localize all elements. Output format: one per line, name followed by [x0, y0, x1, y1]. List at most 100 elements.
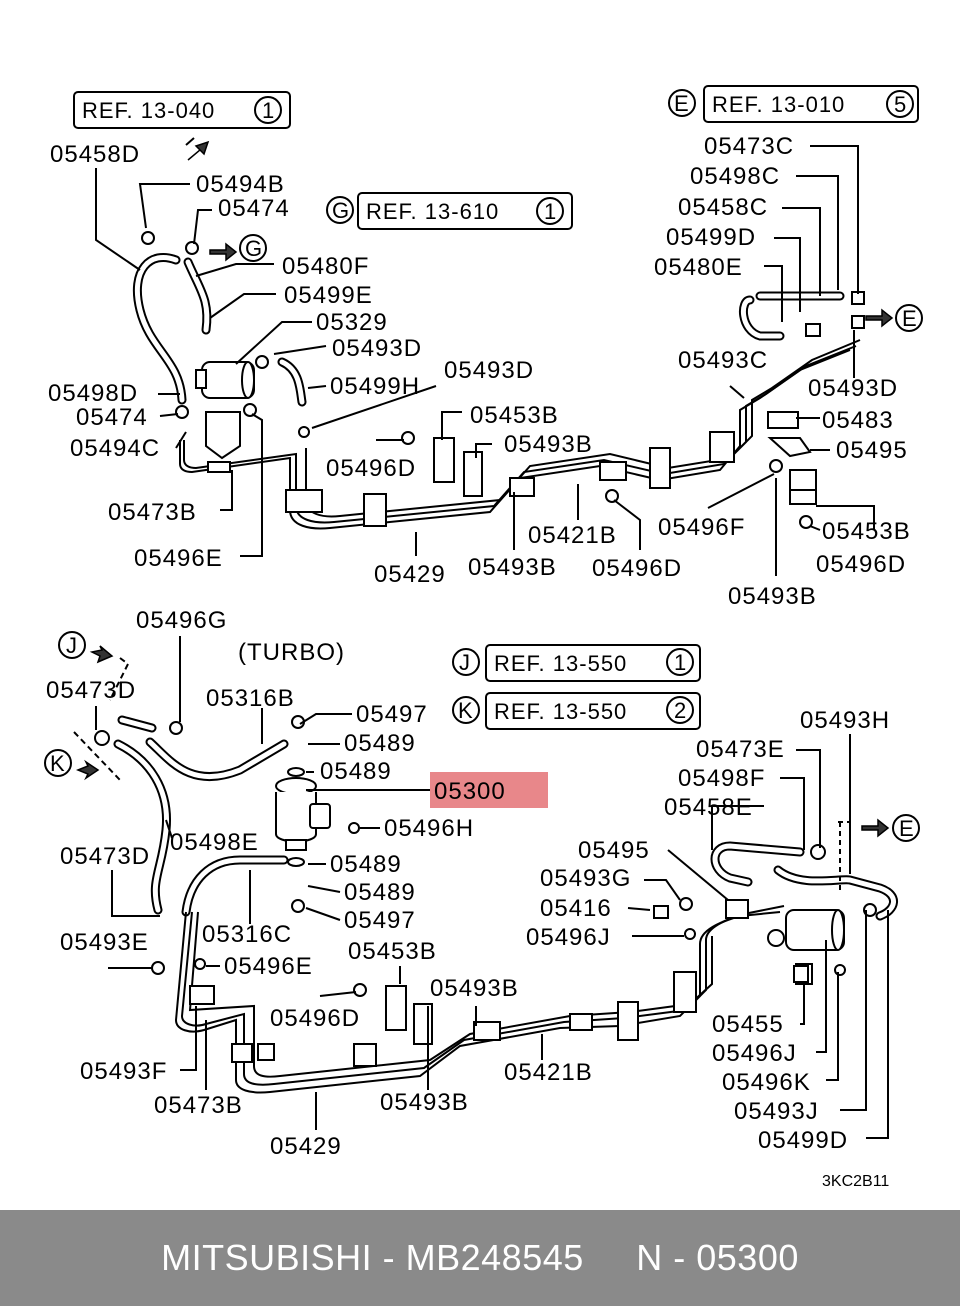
label-05473C: 05473C	[704, 133, 794, 160]
label-05493G: 05493G	[540, 865, 631, 892]
label-05474: 05474	[218, 195, 290, 222]
svg-text:REF. 13-550: REF. 13-550	[494, 651, 627, 676]
bottom-hoses	[113, 715, 898, 921]
label-05458C: 05458C	[678, 194, 768, 221]
label-05493F: 05493F	[80, 1058, 167, 1085]
svg-text:J: J	[459, 650, 471, 675]
label-05493D-b: 05493D	[444, 357, 534, 384]
label-05493H: 05493H	[800, 707, 890, 734]
label-05493E: 05493E	[60, 929, 149, 956]
bottom-part-labels: (TURBO) 05496G 05473D 05316B 05497 05489…	[46, 607, 890, 1190]
label-05480F: 05480F	[282, 253, 369, 280]
svg-text:E: E	[899, 816, 915, 841]
label-05421B: 05421B	[528, 522, 617, 549]
marker-e-top: E	[865, 304, 923, 332]
ref-box-13-610[interactable]: G REF. 13-610 1	[326, 192, 573, 230]
label-05493B-b: 05493B	[468, 554, 557, 581]
ref-box-13-010[interactable]: E REF. 13-010 5	[668, 85, 919, 123]
ref-box-13-040[interactable]: REF. 13-040 1	[73, 91, 291, 129]
label-05496D-d: 05496D	[270, 1005, 360, 1032]
svg-text:G: G	[245, 236, 263, 261]
label-05473D-b: 05473D	[60, 843, 150, 870]
label-05494C: 05494C	[70, 435, 160, 462]
label-05496G: 05496G	[136, 607, 227, 634]
fuel-filter-top	[195, 361, 255, 460]
top-clips	[141, 231, 865, 529]
label-05493B-c: 05493B	[728, 583, 817, 610]
label-05494B: 05494B	[196, 171, 285, 198]
svg-text:1: 1	[674, 650, 687, 675]
svg-text:REF. 13-040: REF. 13-040	[82, 98, 215, 123]
label-05474-b: 05474	[76, 404, 148, 431]
label-05496D-c: 05496D	[816, 551, 906, 578]
top-leaders	[95, 145, 875, 576]
label-05421B-b: 05421B	[504, 1059, 593, 1086]
bottom-pipes	[174, 905, 785, 1094]
label-05496D-b: 05496D	[592, 555, 682, 582]
footer-part-number: MITSUBISHI - MB248545 N - 05300	[161, 1237, 799, 1278]
bottom-clips	[94, 715, 877, 1067]
label-05499D-b: 05499D	[758, 1127, 848, 1154]
label-05489-b: 05489	[320, 758, 392, 785]
label-05499D: 05499D	[666, 224, 756, 251]
label-05300-highlighted: 05300	[434, 778, 506, 805]
label-05493J: 05493J	[734, 1098, 819, 1125]
arrow-up-icon	[185, 137, 210, 161]
marker-e-bottom: E	[861, 814, 920, 842]
svg-text:REF. 13-550: REF. 13-550	[494, 699, 627, 724]
label-05495: 05495	[836, 437, 908, 464]
label-05483: 05483	[822, 407, 894, 434]
label-05498E: 05498E	[170, 829, 259, 856]
label-05496J-a: 05496J	[526, 924, 611, 951]
label-05495-b: 05495	[578, 837, 650, 864]
svg-text:REF. 13-610: REF. 13-610	[366, 199, 499, 224]
svg-text:G: G	[332, 198, 350, 223]
footer-bar: MITSUBISHI - MB248545 N - 05300	[0, 1210, 960, 1306]
top-part-labels: 05458D 05494B 05474 05480F 05499E 05329 …	[48, 133, 911, 610]
label-05473B-b: 05473B	[154, 1092, 243, 1119]
svg-text:K: K	[50, 751, 66, 776]
label-05493C: 05493C	[678, 347, 768, 374]
label-05496K: 05496K	[722, 1069, 811, 1096]
label-05416: 05416	[540, 895, 612, 922]
label-05473D-a: 05473D	[46, 677, 136, 704]
label-05453B-b: 05453B	[822, 518, 911, 545]
label-05499H: 05499H	[330, 373, 420, 400]
ref-box-13-550-1[interactable]: J REF. 13-550 1	[452, 644, 701, 682]
figure-code: 3KC2B11	[822, 1173, 889, 1190]
label-05429: 05429	[374, 561, 446, 588]
label-05453B-a: 05453B	[470, 402, 559, 429]
label-05498C: 05498C	[690, 163, 780, 190]
label-05498F: 05498F	[678, 765, 765, 792]
label-05455: 05455	[712, 1011, 784, 1038]
highlight-box	[430, 772, 548, 808]
label-05496H: 05496H	[384, 815, 474, 842]
label-05473E: 05473E	[696, 736, 785, 763]
fuel-pressure-regulator[interactable]	[275, 767, 331, 867]
label-05493D-a: 05493D	[332, 335, 422, 362]
svg-text:REF. 13-010: REF. 13-010	[712, 92, 845, 117]
label-05453B-c: 05453B	[348, 938, 437, 965]
ref-box-13-550-2[interactable]: K REF. 13-550 2	[452, 692, 701, 730]
label-05329: 05329	[316, 309, 388, 336]
label-05458E: 05458E	[664, 794, 753, 821]
svg-text:E: E	[674, 91, 690, 116]
svg-text:E: E	[902, 306, 918, 331]
label-05429-b: 05429	[270, 1133, 342, 1160]
label-05489-a: 05489	[344, 730, 416, 757]
label-05499E: 05499E	[284, 282, 373, 309]
label-05493B-e: 05493B	[380, 1089, 469, 1116]
label-05473B: 05473B	[108, 499, 197, 526]
svg-text:5: 5	[894, 92, 907, 117]
label-05496E-b: 05496E	[224, 953, 313, 980]
label-05489-c: 05489	[330, 851, 402, 878]
label-05496D-a: 05496D	[326, 455, 416, 482]
label-05496F: 05496F	[658, 514, 745, 541]
marker-k: K	[44, 731, 121, 781]
svg-text:1: 1	[262, 98, 275, 123]
svg-text:K: K	[458, 698, 474, 723]
svg-text:1: 1	[544, 199, 557, 224]
label-05480E: 05480E	[654, 254, 743, 281]
marker-g: G	[209, 234, 267, 262]
